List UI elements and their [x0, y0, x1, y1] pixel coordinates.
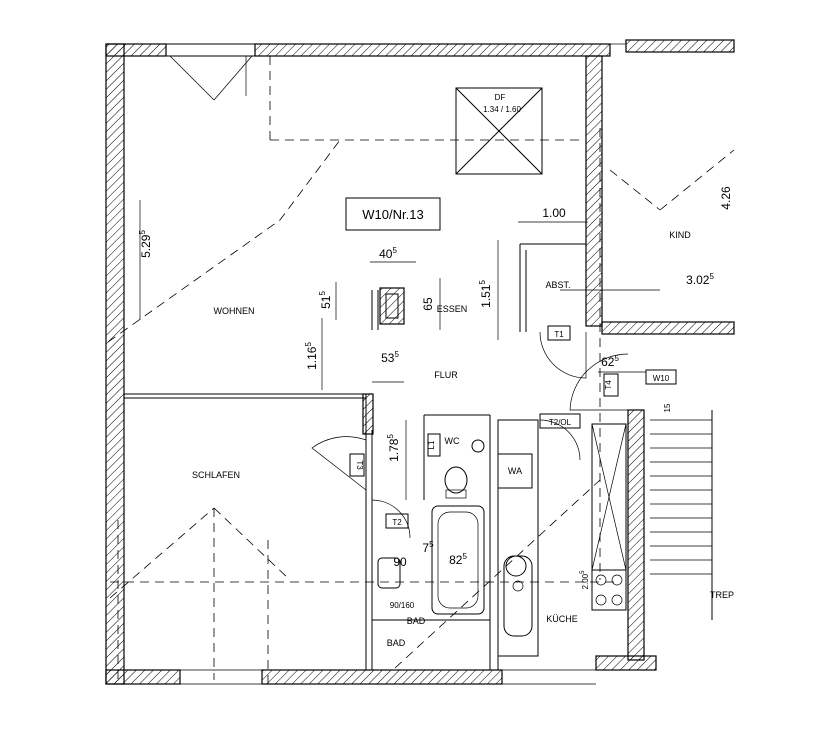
wall-top-right [625, 39, 735, 53]
room-essen: ESSEN [437, 304, 468, 314]
dim-65: 65 [421, 297, 435, 311]
dim-15: 15 [663, 403, 672, 412]
wall-bottom-mid [261, 669, 503, 685]
dim-302: 3.025 [686, 272, 714, 287]
door-t1-swing [539, 331, 587, 379]
skylight-frame [455, 87, 543, 175]
roof-slope-lines [107, 56, 735, 684]
room-labels: WOHNEN SCHLAFEN FLUR ESSEN KIND ABST. KÜ… [192, 230, 734, 648]
room-schlafen: SCHLAFEN [192, 470, 240, 480]
apartment-id-text: W10/Nr.13 [362, 207, 423, 222]
door-t2ol-swing [539, 419, 581, 461]
door-t2ol: T2/OL [549, 418, 572, 427]
skylight-label: DF [495, 93, 506, 102]
dim-100: 1.00 [542, 206, 566, 220]
wall-stair [627, 409, 645, 661]
chimney-shaft [379, 287, 405, 325]
dim-515: 515 [318, 291, 333, 309]
door-t4-swing [569, 353, 629, 411]
room-wa: WA [508, 466, 522, 476]
dim-90: 90 [393, 555, 407, 569]
door-t3: T3 [355, 460, 364, 470]
door-t4: T4 [604, 380, 613, 390]
door-swings [311, 331, 629, 539]
wall-kind-bottom [601, 321, 735, 335]
dim-625: 625 [601, 354, 619, 369]
dim-151: 1.515 [478, 280, 493, 308]
room-abst: ABST. [545, 280, 570, 290]
dim-825: 825 [449, 552, 467, 567]
dim-529: 5.295 [138, 230, 153, 258]
door-l1: L1 [427, 440, 436, 449]
dim-178: 1.785 [386, 434, 401, 462]
stove [591, 569, 627, 611]
wall-bottom-right [595, 655, 657, 671]
room-wc: WC [445, 436, 460, 446]
wall-bottom-left [105, 669, 181, 685]
apartment-id: W10/Nr.13 [345, 197, 441, 231]
room-wohnen: WOHNEN [214, 306, 255, 316]
dim-205: 2.005 [580, 570, 590, 590]
room-flur: FLUR [434, 370, 458, 380]
bathtub-size: 90/160 [390, 601, 415, 610]
window-w10: W10 [653, 374, 670, 383]
door-t2: T2 [392, 518, 402, 527]
room-treppe: TREP [710, 590, 734, 600]
room-bad-small: BAD [407, 616, 426, 626]
room-kind: KIND [669, 230, 691, 240]
door-t2-swing [371, 499, 411, 539]
door-t3-swing [311, 436, 367, 491]
interior-walls [124, 243, 586, 670]
kitchen-counter [497, 419, 539, 657]
dim-75: 75 [422, 540, 434, 555]
dim-426: 4.26 [719, 186, 733, 210]
room-kueche: KÜCHE [546, 614, 578, 624]
door-t1: T1 [554, 330, 564, 339]
bathtub [431, 505, 485, 615]
exterior-walls [105, 39, 735, 685]
sink-bowl [505, 555, 527, 577]
skylight-size: 1.34 / 1.60 [483, 105, 521, 114]
dim-405: 405 [379, 246, 397, 261]
dim-535: 535 [381, 350, 399, 365]
wall-top [254, 43, 611, 57]
windows [166, 43, 626, 685]
dimension-texts: 5.295 1.00 1.515 405 515 65 1.165 535 1.… [138, 186, 733, 589]
fixtures [377, 419, 627, 657]
toilet [444, 466, 468, 494]
wall-right-upper [585, 55, 603, 327]
staircase [650, 410, 713, 620]
skylight: DF 1.34 / 1.60 [455, 87, 543, 175]
door-labels: T1 T2 T3 T4 T2/OL W10 L1 90/160 [349, 325, 677, 610]
kitchen-cabinets [591, 423, 627, 571]
chimney [379, 287, 405, 325]
dimension-lines [139, 200, 660, 500]
wall-inner-mid [362, 393, 374, 435]
dim-116: 1.165 [304, 342, 319, 370]
room-bad: BAD [387, 638, 406, 648]
